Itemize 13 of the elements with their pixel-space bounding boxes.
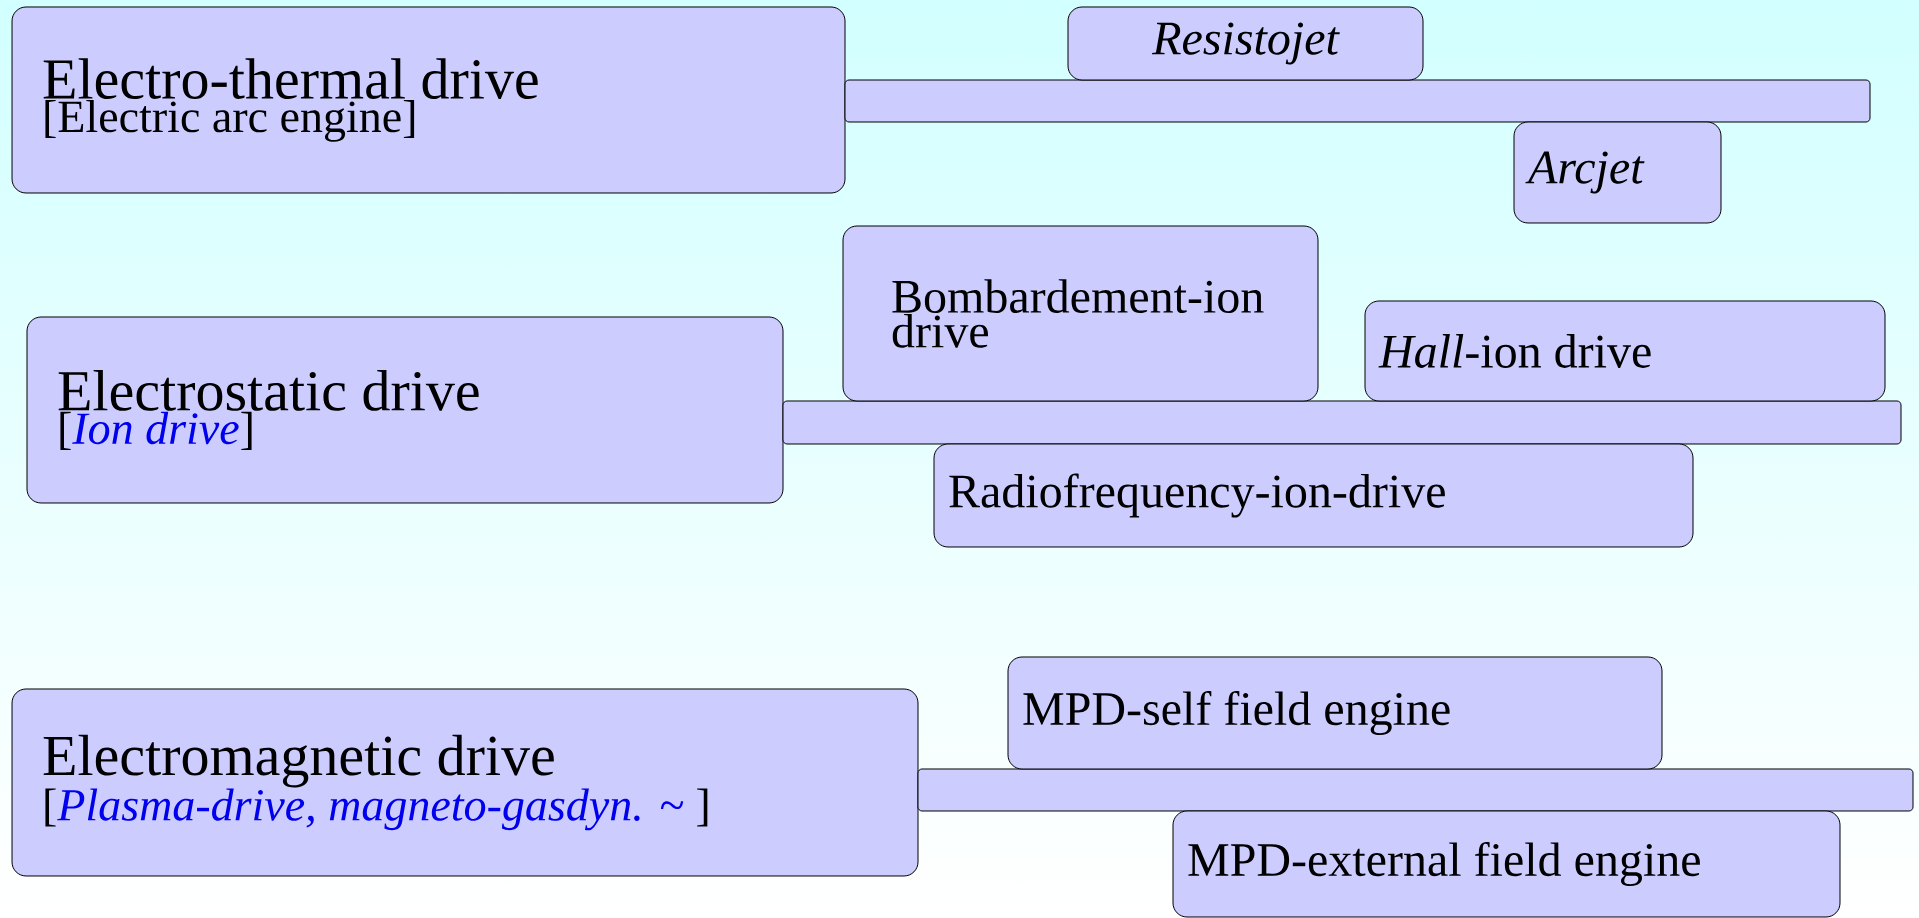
category-box: Electro-thermal drive [Electric arc engine]	[11, 6, 846, 194]
connector-bar	[782, 400, 1902, 445]
category-box: Electrostatic drive [Ion drive]	[26, 316, 784, 504]
engine-box: Arcjet	[1513, 121, 1722, 224]
engine-box: Hall-ion drive	[1364, 300, 1886, 402]
engine-box: Radiofrequency-ion-drive	[933, 443, 1694, 548]
connector-bar	[844, 79, 1871, 123]
engine-box: MPD-external field engine	[1172, 810, 1841, 918]
engine-box: MPD-self field engine	[1007, 656, 1663, 770]
connector-bar	[917, 768, 1914, 812]
engine-box: Resistojet	[1067, 6, 1424, 81]
engine-box: Bombardement-ion drive	[842, 225, 1319, 402]
category-box: Electromagnetic drive [Plasma-drive, magneto-gasdyn. ~ ]	[11, 688, 919, 877]
